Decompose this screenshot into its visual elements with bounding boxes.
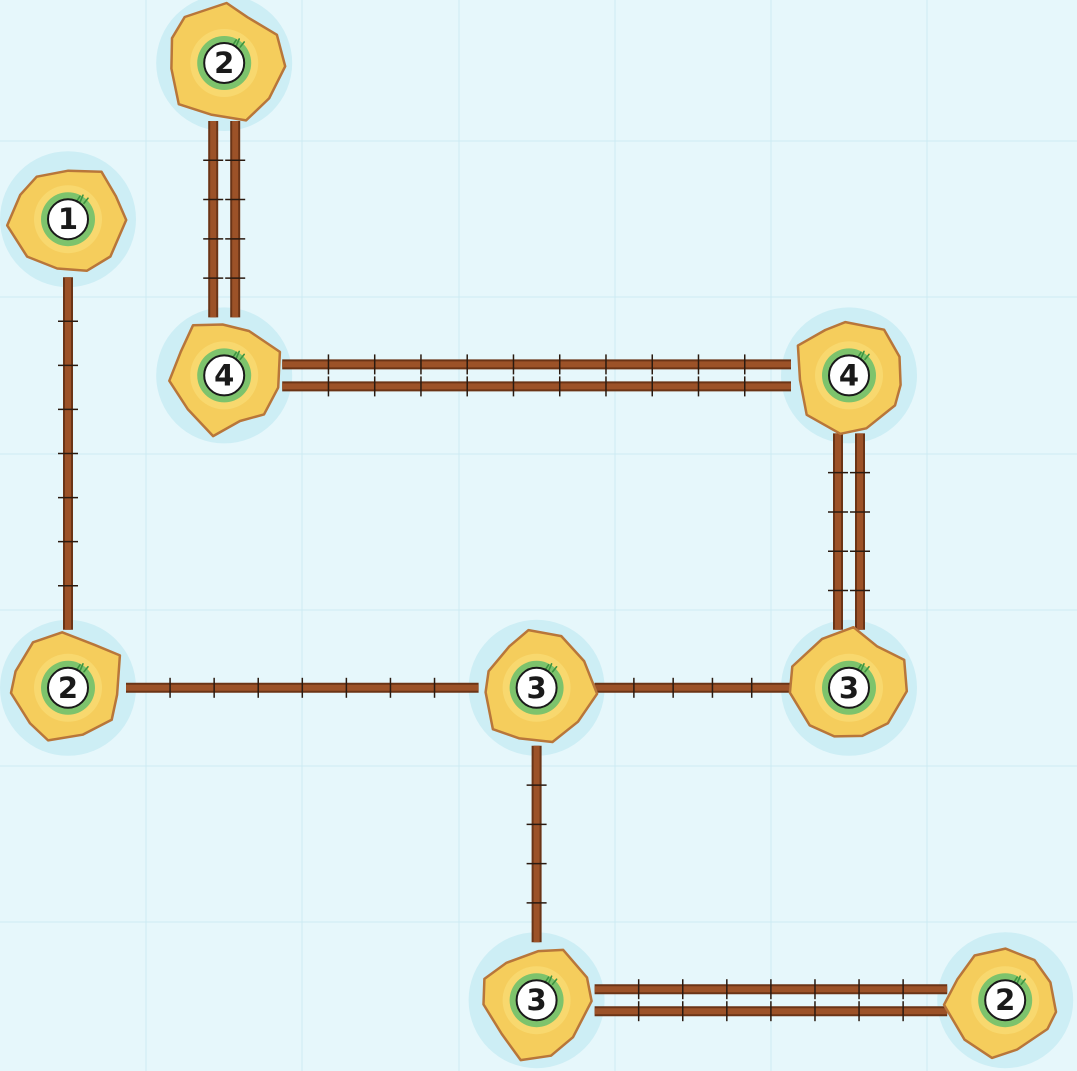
- island-number: 2: [214, 46, 234, 80]
- island-number: 3: [527, 671, 547, 705]
- island-number: 1: [58, 202, 78, 236]
- island-number: 4: [839, 358, 859, 392]
- island-number: 3: [527, 983, 547, 1017]
- island-number: 4: [214, 358, 234, 392]
- island-number: 2: [995, 983, 1015, 1017]
- island-number: 2: [58, 671, 78, 705]
- island-number: 3: [839, 671, 859, 705]
